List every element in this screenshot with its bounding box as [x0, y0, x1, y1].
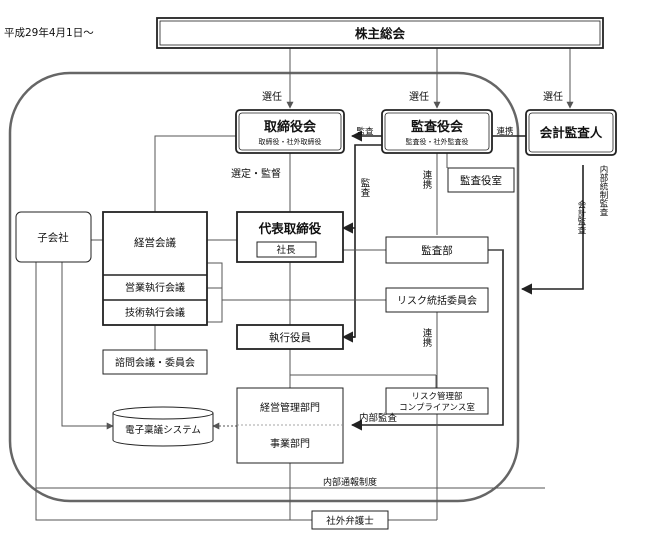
board-inner [238, 112, 342, 151]
auditor-office-label: 監査役室 [460, 174, 502, 187]
auditors-sub-label: 監査役・社外監査役 [406, 137, 469, 146]
admin-dept-label: 経営管理部門 [260, 401, 320, 414]
shareholders-inner [159, 20, 601, 46]
accounting-auditor-label: 会計監査人 [540, 125, 603, 140]
auditors-label: 監査役会 [411, 119, 464, 135]
whistleblower-label: 内部通報制度 [323, 476, 377, 488]
accounting-audit-label: 会計監査 [576, 199, 586, 234]
auditor-office-box [447, 167, 515, 193]
auditors-box [381, 109, 493, 154]
president-label: 社長 [276, 244, 296, 256]
elect-label-1: 選任 [262, 90, 282, 103]
audit-label-h: 監査 [356, 126, 374, 137]
shareholders-box [156, 17, 604, 49]
coop-label-v2: 連携 [421, 327, 433, 348]
connector-subsidiary-eapproval [61, 262, 114, 430]
shareholders-label: 株主総会 [355, 26, 406, 41]
e-approval-label: 電子稟議システム [125, 424, 201, 436]
internal-audit-label: 内部監査 [359, 412, 398, 424]
sales-meeting-label: 営業執行会議 [125, 281, 185, 294]
elect-label-2: 選任 [409, 90, 429, 103]
executive-officers-box [236, 324, 344, 350]
connector-meetings-bracket [207, 262, 223, 323]
company-boundary [8, 71, 520, 503]
risk-committee-box [385, 287, 489, 313]
connector-subsidiary-lawyer [35, 262, 312, 521]
risk-committee-label: リスク統括委員会 [397, 294, 477, 307]
advisory-label: 諮問会議・委員会 [115, 356, 195, 369]
meetings-group-box [102, 211, 208, 326]
advisory-box [102, 349, 208, 375]
risk-dept-label: リスク管理部 [411, 391, 463, 402]
connector-board-mgmt [154, 135, 236, 212]
auditors-inner [384, 112, 490, 151]
board-label: 取締役会 [264, 119, 317, 135]
e-approval-cylinder [112, 406, 214, 447]
elect-label-3: 選任 [543, 90, 563, 103]
coop-label-v1: 連携 [421, 169, 433, 190]
accounting-auditor-inner [528, 112, 614, 153]
subsidiary-label: 子会社 [37, 231, 69, 244]
connector-accounting-audit [520, 165, 584, 295]
board-box [235, 109, 345, 154]
audit-label-v: 監査 [359, 177, 371, 197]
external-lawyer-box [311, 510, 389, 530]
coop-label-h: 連携 [496, 126, 513, 137]
subsidiary-box [15, 211, 92, 263]
select-supervise-label: 選定・監督 [231, 167, 281, 180]
date-note: 平成29年4月1日～ [4, 26, 94, 39]
representative-label: 代表取締役 [258, 221, 322, 236]
audit-dept-box [385, 236, 489, 264]
audit-dept-label: 監査部 [421, 244, 453, 257]
external-lawyer-label: 社外弁護士 [326, 515, 374, 527]
risk-dept-box [385, 387, 489, 415]
president-box [256, 241, 317, 258]
tech-meeting-label: 技術執行会議 [125, 306, 185, 319]
executive-officers-label: 執行役員 [269, 331, 311, 344]
compliance-label: コンプライアンス室 [399, 402, 475, 413]
mgmt-meeting-label: 経営会議 [134, 236, 176, 249]
departments-box [236, 387, 344, 464]
accounting-auditor-box [525, 109, 617, 156]
internal-control-audit-label: 内部統制監査 [598, 164, 608, 216]
board-sub-label: 取締役・社外取締役 [259, 137, 322, 146]
business-dept-label: 事業部門 [270, 437, 310, 450]
connector-audit-exec [352, 144, 382, 338]
